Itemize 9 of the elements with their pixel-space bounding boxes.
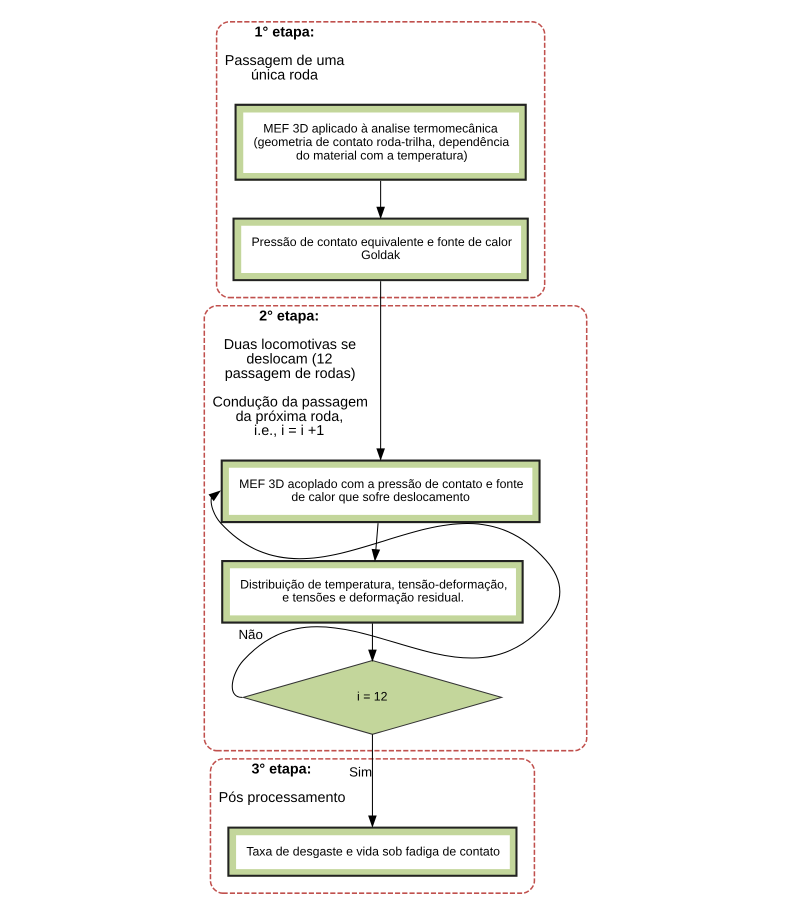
arrow	[372, 522, 380, 562]
node-diamond: i = 12	[241, 659, 504, 734]
edge-label: Sim	[349, 764, 372, 779]
arrow	[208, 490, 560, 698]
arrow	[368, 734, 377, 828]
arrow	[368, 623, 377, 662]
edge-label: Não	[238, 626, 263, 642]
arrow	[376, 280, 385, 460]
arrow	[376, 180, 385, 219]
